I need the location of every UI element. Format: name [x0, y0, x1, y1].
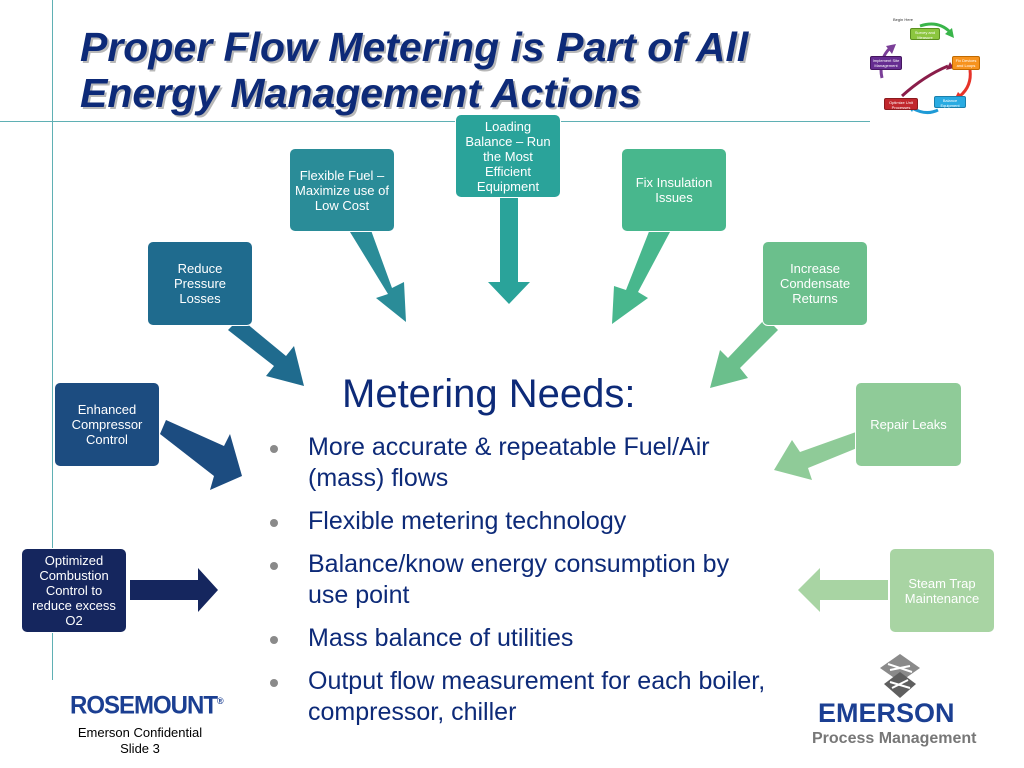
bullet-dot: [270, 519, 278, 527]
cycle-survey-box: Survey and Measure: [910, 28, 940, 40]
bullet-dot: [270, 636, 278, 644]
action-repair-leaks: Repair Leaks: [855, 382, 962, 467]
action-loading-balance: Loading Balance – Run the Most Efficient…: [455, 114, 561, 198]
arrow-combustion: [130, 568, 218, 612]
energy-cycle-diagram: Begin Here Survey and Measure Fix Device…: [868, 12, 980, 120]
confidential-label: Emerson Confidential: [77, 725, 203, 740]
cycle-begin-label: Begin Here: [893, 17, 914, 22]
bullet-dot: [270, 562, 278, 570]
action-reduce-pressure: Reduce Pressure Losses: [147, 241, 253, 326]
cycle-balance-box: Balance Equipment: [934, 96, 966, 108]
cycle-implement-box: Implement Site Management: [870, 56, 902, 70]
arrow-steam-trap: [798, 568, 888, 612]
arrow-reduce-pressure: [228, 318, 304, 386]
list-item: Mass balance of utilities: [270, 623, 770, 654]
arrow-repair-leaks: [774, 432, 862, 480]
cycle-optimize-box: Optimize Unit Processes: [884, 98, 918, 110]
process-management-logo: Process Management: [812, 730, 977, 747]
list-item: Flexible metering technology: [270, 506, 770, 537]
bullet-dot: [270, 679, 278, 687]
footer-info: Emerson Confidential Slide 3: [60, 725, 220, 757]
action-fix-insulation: Fix Insulation Issues: [621, 148, 727, 232]
list-item: Balance/know energy consumption by use p…: [270, 549, 770, 611]
metering-needs-heading: Metering Needs:: [342, 372, 636, 416]
arrow-flexible-fuel: [350, 222, 406, 322]
slide-number: Slide 3: [120, 741, 160, 756]
action-compressor-control: Enhanced Compressor Control: [54, 382, 160, 467]
metering-needs-list: More accurate & repeatable Fuel/Air (mas…: [270, 432, 770, 740]
title-line-1: Proper Flow Metering is Part of All: [80, 24, 749, 70]
left-divider-line: [52, 0, 53, 680]
cycle-fix-box: Fix Devices and Loops: [952, 56, 980, 70]
emerson-emblem-icon: [880, 654, 920, 698]
slide-title: Proper Flow Metering is Part of All Ener…: [80, 24, 840, 116]
action-condensate: Increase Condensate Returns: [762, 241, 868, 326]
title-line-2: Energy Management Actions: [80, 70, 642, 116]
list-item: Output flow measurement for each boiler,…: [270, 666, 770, 728]
emerson-logo: EMERSON: [818, 698, 955, 728]
action-combustion-control: Optimized Combustion Control to reduce e…: [21, 548, 127, 633]
rosemount-logo: ROSEMOUNT®: [70, 691, 224, 720]
action-steam-trap: Steam Trap Maintenance: [889, 548, 995, 633]
title-divider-line: [0, 121, 870, 122]
arrow-fix-insulation: [612, 224, 670, 324]
bullet-dot: [270, 445, 278, 453]
list-item: More accurate & repeatable Fuel/Air (mas…: [270, 432, 770, 494]
action-flexible-fuel: Flexible Fuel – Maximize use of Low Cost: [289, 148, 395, 232]
arrow-compressor: [160, 420, 242, 490]
arrow-condensate: [710, 318, 778, 388]
arrow-loading-balance: [488, 196, 530, 304]
